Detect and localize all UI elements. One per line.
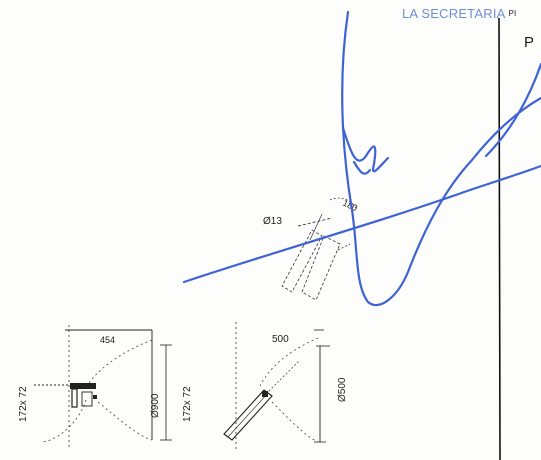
right-fixture-joint <box>262 391 268 397</box>
left-bottom-arc <box>97 401 153 441</box>
left-inner-size-label: 172x 72 <box>182 386 193 422</box>
left-fixture-bracket <box>71 388 78 408</box>
right-lower-arc <box>271 401 319 443</box>
top-fixture-connector <box>337 243 351 251</box>
right-fixture-drawing: 500 Ø500 <box>223 322 348 450</box>
top-diameter-label: Ø13 <box>263 216 282 227</box>
top-fixture-drawing: Ø13 180 <box>263 198 359 301</box>
right-radius-line <box>265 359 301 395</box>
left-fixture-plate <box>70 383 96 389</box>
right-fixture-tube <box>223 389 273 441</box>
left-side-size-label: 172x 72 <box>18 386 29 422</box>
handwritten-signature <box>182 10 541 307</box>
right-fixture-tube-core <box>227 392 269 438</box>
left-diameter-label: Ø900 <box>150 393 161 418</box>
top-axis-line <box>297 217 333 227</box>
top-fixture-body-b <box>301 235 341 301</box>
right-diameter-label: Ø500 <box>337 377 348 402</box>
signature-stroke-loop <box>341 126 390 173</box>
left-fixture-drawing: 454 172x 72 172x 72 Ø900 <box>18 325 193 448</box>
top-leader-line <box>309 213 323 241</box>
margin-rule-line <box>498 17 501 460</box>
signature-stroke-right <box>484 62 541 158</box>
left-upper-arc <box>85 339 153 389</box>
left-lower-arc <box>41 399 87 443</box>
signature-stroke-cross <box>182 164 541 284</box>
page-edge-letter: P <box>524 34 535 51</box>
left-fixture-knob <box>93 395 97 399</box>
left-fixture-box <box>81 391 93 407</box>
right-radius-label: 500 <box>272 334 289 345</box>
top-fixture-body-a <box>281 229 323 293</box>
right-upper-arc <box>259 337 319 387</box>
left-top-width-label: 454 <box>100 335 115 345</box>
signature-stroke-main <box>341 10 541 307</box>
stamp-tail-text: PI <box>508 9 517 18</box>
stamp-main-text: LA SECRETARIA <box>402 6 506 21</box>
signature-stroke-small <box>352 160 372 175</box>
